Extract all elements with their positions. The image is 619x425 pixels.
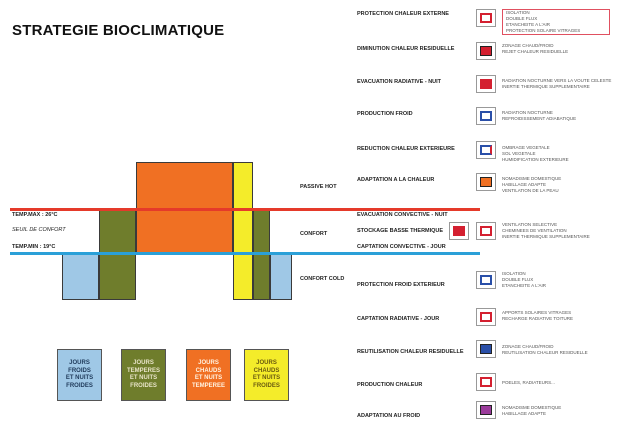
strategy-description: NOMADISME DOMESTIQUE HABILLAGE ADAPTE [502,405,562,417]
strategy-icon [476,373,496,391]
strategy-label: STOCKAGE BASSE THERMIQUE [357,228,444,234]
strategy-description: NOMADISME DOMESTIQUE HABILLAGE ADAPTE VE… [502,176,562,194]
bar-temperate-days-cold-nights [99,210,136,300]
temp-min-line [10,252,480,255]
strategy-label: REUTILISATION CHALEUR RESIDUELLE [357,349,464,355]
strategy-description: ISOLATION DOUBLE FLUX ETANCHEITE A L'AIR [502,271,547,289]
strategy-label: EVACUATION CONVECTIVE - NUIT [357,212,448,218]
temp-min-label: TEMP.MIN : 19°C [12,244,56,250]
strategy-icon [476,271,496,289]
strategy-description: OMBRAGE VEGETALE SOL VEGETALE HUMIDIFICA… [502,145,569,163]
strategy-icon [476,401,496,419]
legend-temperate-days-cold-nights: JOURS TEMPERES ET NUITS FROIDES [121,349,166,401]
strategy-label: PRODUCTION FROID [357,111,413,117]
legend-hot-days-temperate-nights: JOURS CHAUDS ET NUITS TEMPEREE [186,349,231,401]
bar-hot-days-cold-nights [233,162,253,300]
strategy-icon [476,173,496,191]
temp-max-label: TEMP.MAX : 26°C [12,212,58,218]
strategy-label: PROTECTION FROID EXTERIEUR [357,282,445,288]
bar-hot-days-temperate-nights [136,162,233,253]
strategy-icon [476,75,496,93]
strategy-description: APPORTS SOLAIRES VITRAGES RECHARGE RADIA… [502,310,574,322]
strategy-icon-secondary [476,222,496,240]
temp-max-line [10,208,480,211]
strategy-icon [476,340,496,358]
strategy-icon [449,222,469,240]
strategy-label: PRODUCTION CHALEUR [357,382,423,388]
strategy-icon [476,107,496,125]
strategy-description: ZONAGE CHAUD/FROID REJET CHALEUR RESIDUE… [502,43,569,55]
legend-cold-days-cold-nights: JOURS FROIDS ET NUITS FROIDES [57,349,102,401]
strategy-label: EVACUATION RADIATIVE - NUIT [357,79,442,85]
strategy-description: RADIATION NOCTURNE REFROIDISSEMENT ADIAB… [502,110,577,122]
strategy-description: RADIATION NOCTURNE VERS LA VOUTE CELESTE… [502,78,612,90]
strategy-label: ADAPTATION AU FROID [357,413,421,419]
zone-confort-cold: CONFORT COLD [300,276,345,282]
legend-hot-days-cold-nights: JOURS CHAUDS ET NUITS FROIDES [244,349,289,401]
strategy-description: ISOLATION DOUBLE FLUX ETANCHEITE A L'AIR… [502,9,610,36]
zone-passive-hot: PASSIVE HOT [300,184,337,190]
bar-temperate-right [253,210,270,300]
strategy-label: PROTECTION CHALEUR EXTERNE [357,11,449,17]
page-title: STRATEGIE BIOCLIMATIQUE [12,22,225,39]
zone-confort: CONFORT [300,231,328,237]
strategy-icon [476,141,496,159]
strategy-icon [476,42,496,60]
bar-cold-days-cold-nights [62,253,99,300]
strategy-description: ZONAGE CHAUD/FROID REUTILISATION CHALEUR… [502,344,588,356]
bar-cold-right [270,253,292,300]
strategy-icon [476,9,496,27]
strategy-label: CAPTATION CONVECTIVE - JOUR [357,244,446,250]
strategy-icon [476,308,496,326]
strategy-description: POELES, RADIATEURS... [502,380,555,385]
strategy-label: DIMINUTION CHALEUR RESIDUELLE [357,46,455,52]
strategy-label: REDUCTION CHALEUR EXTERIEURE [357,146,455,152]
strategy-label: ADAPTATION A LA CHALEUR [357,177,435,183]
strategy-description: VENTILATION SELECTIVE CHEMINEES DE VENTI… [502,222,590,240]
strategy-label: CAPTATION RADIATIVE - JOUR [357,316,440,322]
comfort-threshold-label: SEUIL DE CONFORT [12,227,66,233]
